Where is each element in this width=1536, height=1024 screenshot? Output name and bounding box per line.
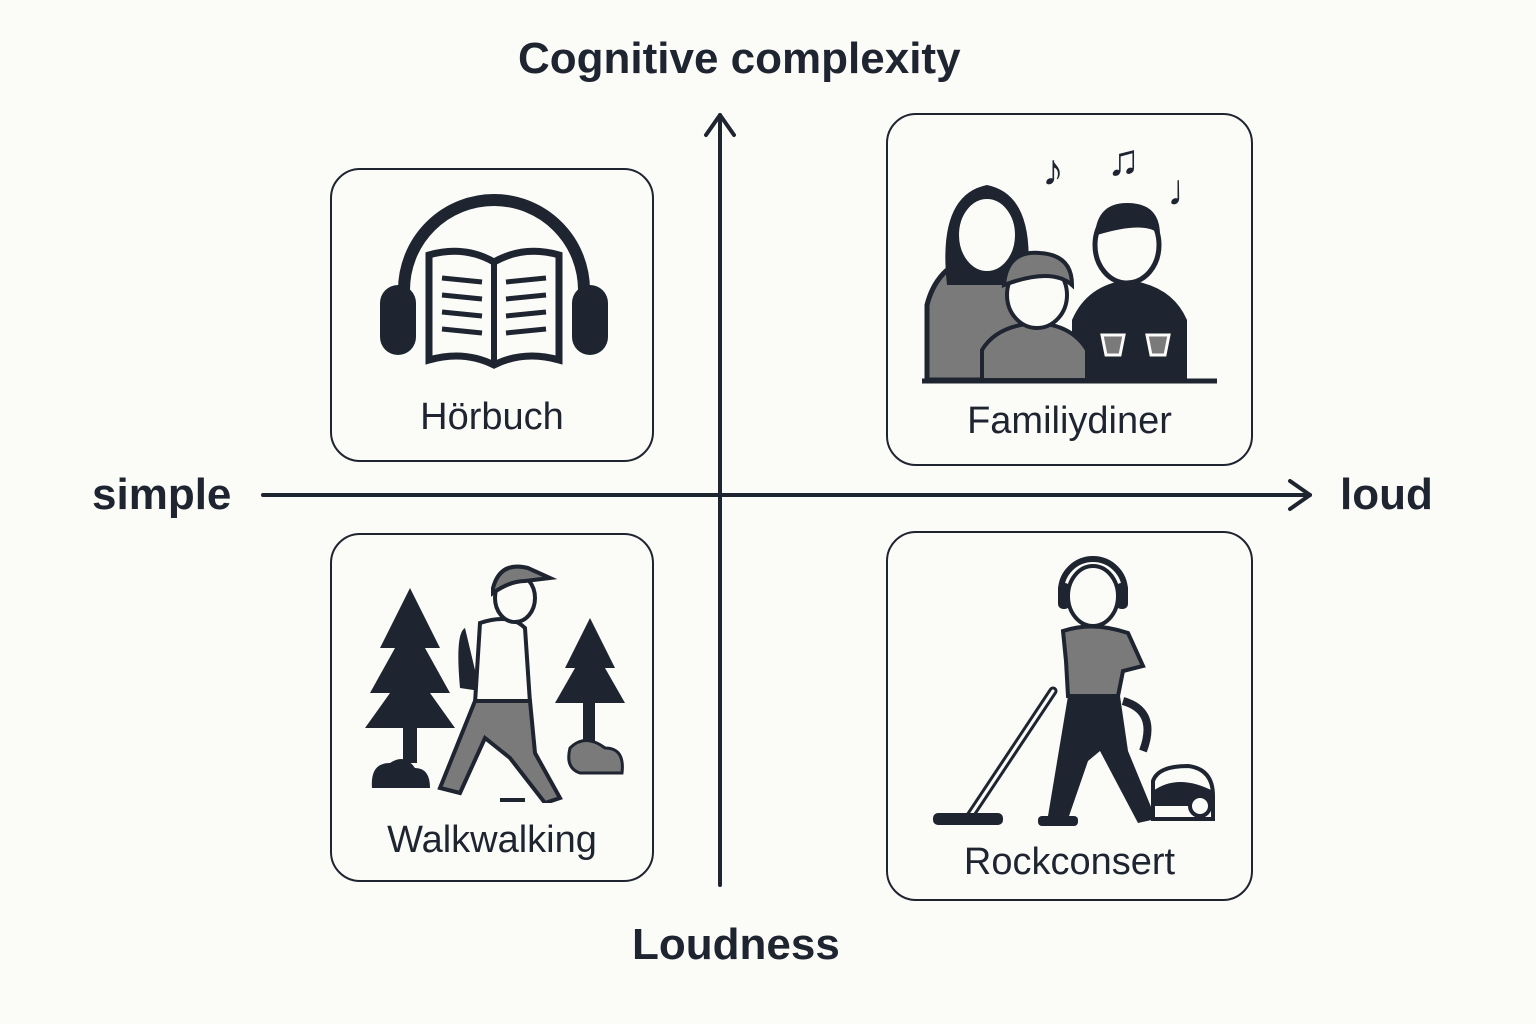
music-note-icon: ♫ <box>1107 136 1140 185</box>
card-label: Rockconsert <box>963 841 1176 883</box>
card-walkwalking: Walkwalking <box>330 533 654 882</box>
hiker-trees-icon <box>365 564 625 803</box>
x-axis-right-label: loud <box>1340 470 1433 519</box>
card-rockconsert: Rockconsert <box>886 531 1253 901</box>
music-note-icon: ♪ <box>1042 146 1064 195</box>
vertical-arrowhead <box>704 113 736 137</box>
x-axis-title: Loudness <box>632 920 840 969</box>
card-familiydiner: ♪ ♫ ♩ Familiydiner <box>886 113 1253 466</box>
card-label: Familiydiner <box>967 400 1172 442</box>
x-axis-left-label: simple <box>92 470 232 519</box>
horizontal-arrowhead <box>1288 479 1312 511</box>
music-note-icon: ♩ <box>1167 166 1211 215</box>
card-label: Hörbuch <box>420 396 564 438</box>
card-label: Walkwalking <box>387 819 597 861</box>
card-horbuch: Hörbuch <box>330 168 654 462</box>
tree-icon <box>365 588 625 763</box>
y-axis-title: Cognitive complexity <box>518 34 961 83</box>
headphones-book-icon <box>380 194 608 369</box>
family-dinner-icon: ♪ ♫ ♩ <box>922 136 1217 384</box>
person-vacuuming-icon <box>933 556 1215 826</box>
